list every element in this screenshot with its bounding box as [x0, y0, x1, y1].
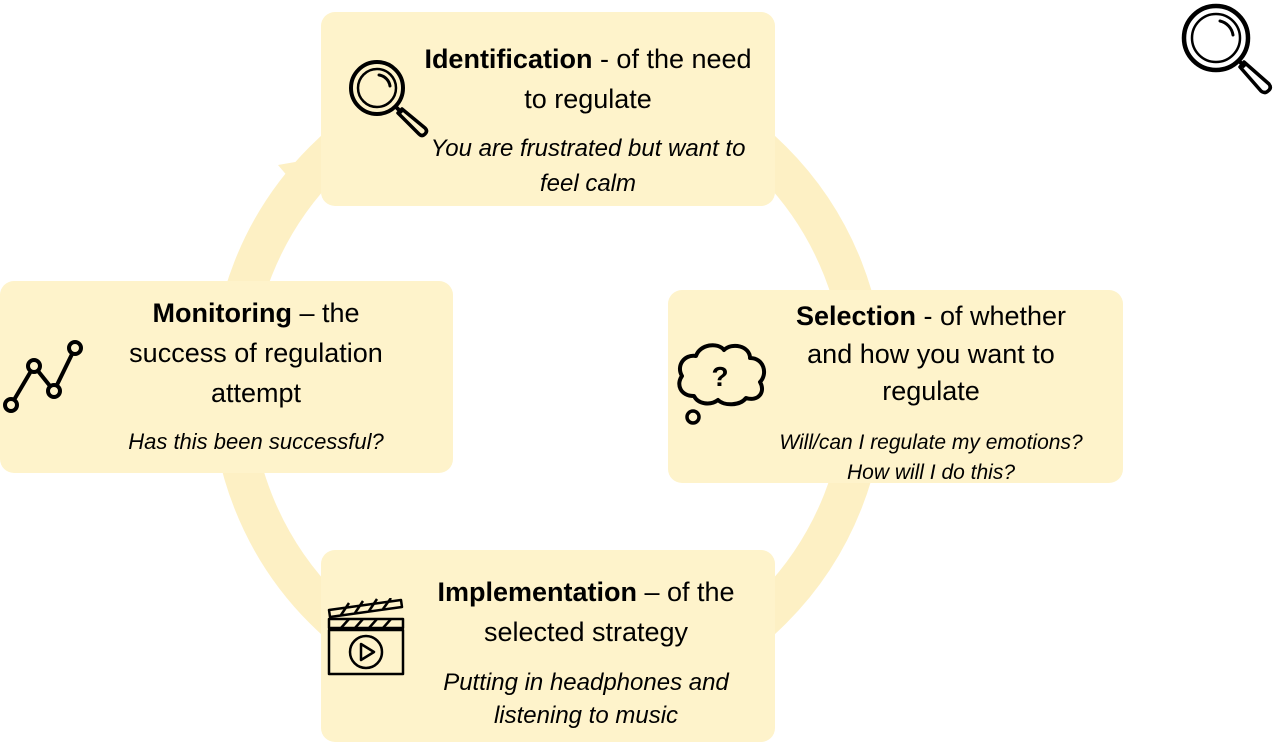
magnifier-icon	[1181, 3, 1273, 95]
selection-box: ? Selection - of whether and how you wan…	[668, 290, 1123, 484]
step-description: - of whether and how you want to regulat…	[807, 301, 1067, 406]
svg-text:?: ?	[711, 361, 728, 392]
step-description: - of the need to regulate	[524, 44, 752, 114]
magnifier-icon	[349, 60, 429, 138]
line-graph-icon	[3, 340, 83, 413]
monitoring-example: Has this been successful?	[128, 429, 384, 454]
step-title: Identification	[424, 44, 593, 74]
monitoring-heading: Monitoring – the success of regulation a…	[100, 293, 412, 413]
selection-example: Will/can I regulate my emotions? How wil…	[779, 430, 1083, 484]
identification-example: You are frustrated but want to feel calm	[430, 135, 746, 197]
question-thought-cloud-icon: ?	[677, 343, 767, 425]
identification-heading: Identification - of the need to regulate	[421, 39, 755, 119]
implementation-heading: Implementation – of the selected strateg…	[421, 572, 751, 652]
step-title: Selection	[795, 301, 916, 331]
implementation-example: Putting in headphones and listening to m…	[443, 669, 729, 729]
video-clapperboard-icon	[327, 598, 405, 676]
selection-heading: Selection - of whether and how you want …	[776, 298, 1086, 411]
step-description: – the success of regulation attempt	[129, 298, 383, 408]
step-description: – of the selected strategy	[483, 577, 735, 647]
step-title: Monitoring	[152, 298, 292, 328]
implementation-box: Implementation – of the selected strateg…	[321, 550, 775, 742]
step-title: Implementation	[437, 577, 637, 607]
identification-box: Identification - of the need to regulate…	[321, 12, 775, 206]
monitoring-box: Monitoring – the success of regulation a…	[0, 281, 453, 473]
